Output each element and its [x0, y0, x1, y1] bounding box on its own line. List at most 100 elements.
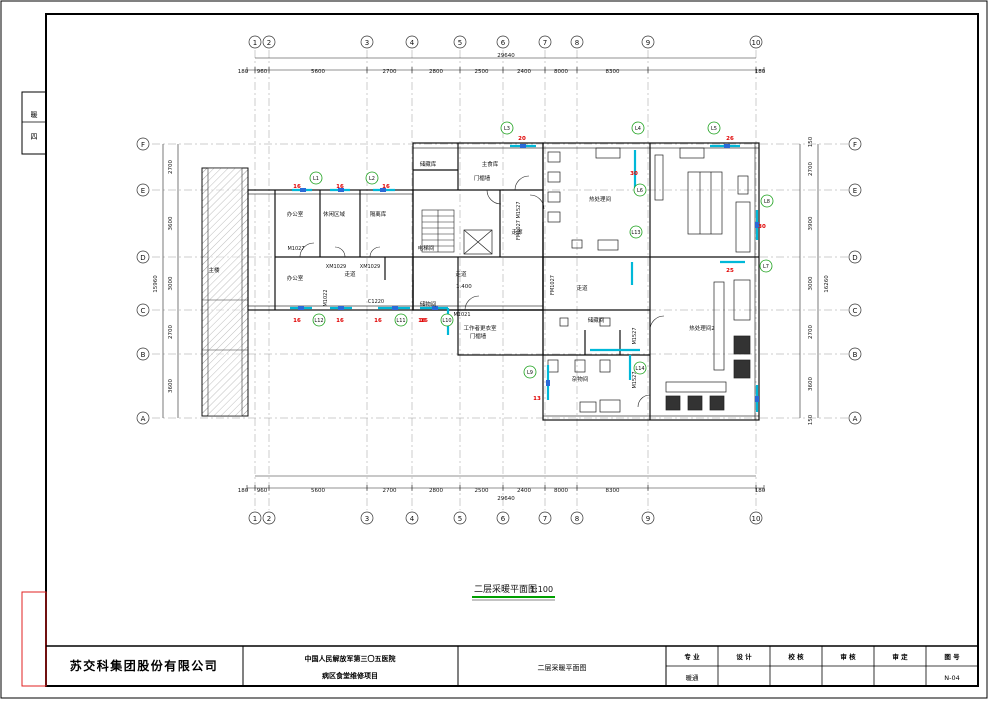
door-swings [299, 175, 665, 408]
loop-side-value-L12: 16 [336, 318, 344, 324]
dimension-value: 2400 [517, 488, 531, 494]
row-axis-bubble [136, 303, 150, 317]
loop-id-L8: L8 [764, 199, 770, 205]
room-label-r15: 门楣墙 [470, 332, 487, 340]
room-label-r16: 储藏间 [588, 316, 605, 324]
loop-circle-L9 [523, 365, 537, 379]
project-line2: 病区食堂维修项目 [322, 671, 378, 680]
column-axis-label: 5 [458, 515, 462, 523]
row-axis-bubble [848, 303, 862, 317]
dimension-value: 8300 [606, 69, 620, 75]
loop-value-L12: 16 [293, 318, 301, 324]
column-axis-bubble [248, 511, 262, 525]
column-axis-label: 6 [501, 515, 506, 523]
room-label-r17: 杂物间 [572, 375, 589, 383]
discipline-value: 暖通 [686, 673, 700, 682]
column-axis-label: 1 [253, 39, 257, 47]
column-axis-label: 7 [543, 515, 547, 523]
row-axis-label: C [141, 307, 146, 315]
loop-id-L2: L2 [369, 176, 375, 182]
row-axis-label: E [853, 187, 857, 195]
side-stamp-line1: 暖 [31, 111, 38, 119]
kitchen-equipment [547, 147, 751, 413]
right-dimension-value: 150 [808, 414, 814, 425]
door-tag: M1022 [323, 289, 329, 306]
dimension-value: 2500 [475, 69, 489, 75]
room-label-r14: 工作者更衣室 [463, 324, 497, 332]
row-axis-bubble [848, 347, 862, 361]
loop-value-L2: 16 [382, 184, 390, 190]
right-dimension-value: 2700 [808, 162, 814, 176]
door-tag: C1220 [368, 299, 384, 305]
loop-circle-L8 [760, 194, 774, 208]
column-axis-label: 2 [267, 39, 271, 47]
column-axis-label: 5 [458, 39, 462, 47]
row-axis-label: B [853, 351, 858, 359]
column-axis-label: 9 [646, 39, 650, 47]
column-axis-label: 4 [410, 39, 415, 47]
left-dimension-value: 2700 [168, 160, 174, 174]
loop-value-L8: 30 [758, 224, 766, 230]
row-axis-bubble [136, 347, 150, 361]
side-stamp-line2: 四 [31, 133, 38, 141]
title-block-col-label: 审 核 [840, 652, 856, 661]
main-building-hatch [201, 167, 249, 417]
title-block-col-label: 专 业 [684, 652, 700, 661]
room-label-r7: 办公室 [287, 274, 304, 282]
loop-circle-L5 [707, 121, 721, 135]
room-label-r19: 热处理间2 [689, 324, 715, 332]
loop-circle-L4 [631, 121, 645, 135]
dimension-value: 2800 [429, 69, 443, 75]
column-axis-label: 3 [365, 515, 369, 523]
left-total-dimension: 15960 [153, 275, 159, 293]
loop-circle-L3 [500, 121, 514, 135]
title-block [46, 645, 978, 686]
title-block-col-label: 设 计 [736, 652, 752, 661]
row-axis-label: D [140, 254, 145, 262]
drawing-number: N-04 [944, 674, 959, 682]
room-label-r20: 主楼 [208, 266, 220, 274]
room-label-r18: 热处理间 [589, 195, 611, 203]
column-axis-bubble [496, 35, 510, 49]
door-tag: M1027 [287, 246, 304, 252]
dimension-value: 2400 [517, 69, 531, 75]
column-axis-bubble [262, 511, 276, 525]
binding-margin-box [21, 591, 47, 687]
column-axis-bubble [641, 35, 655, 49]
loop-circle-L13 [629, 225, 643, 239]
column-axis-bubble [453, 35, 467, 49]
right-dimension-value: 3900 [808, 216, 814, 230]
dimension-value: 180 [238, 69, 249, 75]
dimension-value: 2500 [475, 488, 489, 494]
loop-circle-L14 [633, 361, 647, 375]
door-tag: M1527 [632, 371, 638, 388]
room-label-r3: 门楣墙 [474, 174, 491, 182]
row-axis-bubble [848, 250, 862, 264]
row-axis-bubble [136, 137, 150, 151]
row-axis-label: F [141, 141, 145, 149]
room-label-r11: 走道 [455, 270, 467, 278]
row-axis-bubble [848, 411, 862, 425]
column-axis-bubble [641, 511, 655, 525]
loop-id-L9: L9 [527, 370, 533, 376]
loop-circle-L12 [312, 313, 326, 327]
sheet-name: 二层采暖平面图 [538, 663, 587, 672]
column-axis-bubble [496, 511, 510, 525]
radiator-marks [298, 144, 759, 402]
row-axis-bubble [136, 183, 150, 197]
column-axis-bubble [262, 35, 276, 49]
column-axis-label: 3 [365, 39, 369, 47]
room-label-r4: 办公室 [287, 210, 304, 218]
project-line1: 中国人民解放军第三〇五医院 [305, 654, 396, 663]
room-label-r8: 电梯间 [418, 244, 435, 252]
column-axis-bubble [538, 35, 552, 49]
column-axis-label: 8 [575, 39, 579, 47]
dimension-value: 8000 [554, 69, 568, 75]
dimension-value: 5600 [311, 69, 325, 75]
loop-id-L12: L12 [314, 318, 323, 324]
dimension-value: 2800 [429, 488, 443, 494]
column-axis-label: 4 [410, 515, 415, 523]
